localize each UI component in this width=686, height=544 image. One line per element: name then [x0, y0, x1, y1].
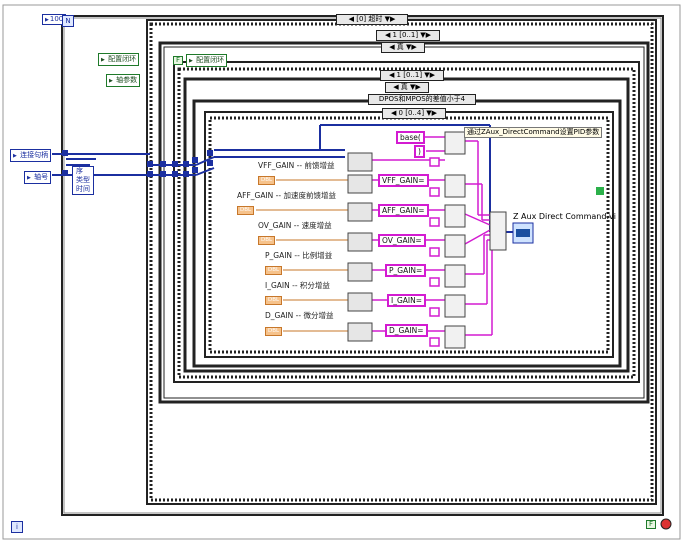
direct-command-vi-label: Z Aux Direct Command.vi — [513, 212, 616, 221]
aff-string-constant: AFF_GAIN= — [378, 204, 429, 217]
unbundle-item: 时间 — [76, 185, 90, 193]
close-paren-constant: ) — [414, 145, 425, 158]
inner-true-case-selector[interactable]: ◀ 真 ▼▶ — [385, 82, 429, 93]
d-gain-label: D_GAIN -- 微分增益 — [265, 311, 334, 320]
false-constant: F — [173, 56, 184, 65]
p-gain-label: P_GAIN -- 比例增益 — [265, 251, 333, 260]
iteration-terminal-icon: i — [11, 521, 23, 533]
vff-gain-label: VFF_GAIN -- 前馈增益 — [258, 161, 335, 170]
ov-gain-label: OV_GAIN -- 速度增益 — [258, 221, 332, 230]
timeout-case-selector[interactable]: ◀ [0] 超时 ▼▶ — [336, 14, 408, 25]
sequence-case-selector[interactable]: ◀ 0 [0..4] ▼▶ — [382, 108, 446, 119]
i-gain-label: I_GAIN -- 积分增益 — [265, 281, 330, 290]
aff-gain-label: AFF_GAIN -- 加速度前馈增益 — [237, 191, 336, 200]
ov-gain-control[interactable]: DBL — [258, 236, 276, 245]
stop-false-constant: F — [646, 520, 657, 529]
numeric-wires — [256, 179, 348, 332]
axis-params-control[interactable]: 轴参数 — [106, 74, 141, 87]
axis-number-control[interactable]: 轴号 — [24, 171, 52, 184]
ov-string-constant: OV_GAIN= — [378, 234, 426, 247]
concatenate-nodes — [444, 131, 507, 349]
aff-gain-control[interactable]: DBL — [237, 206, 255, 215]
i-string-constant: I_GAIN= — [387, 294, 427, 307]
loop-count-terminal: N — [62, 15, 74, 27]
connection-handle-control[interactable]: 连接句柄 — [10, 149, 52, 162]
p-gain-control[interactable]: DBL — [265, 266, 283, 275]
format-nodes — [347, 152, 373, 342]
i-gain-control[interactable]: DBL — [265, 296, 283, 305]
x-constants — [429, 157, 440, 347]
unbundle-item: 序 — [76, 167, 83, 175]
stop-terminal — [660, 518, 672, 530]
vff-string-constant: VFF_GAIN= — [378, 174, 429, 187]
base-string-constant: base( — [396, 131, 425, 144]
inner-config-case-selector[interactable]: ◀ 1 [0..1] ▼▶ — [380, 70, 444, 81]
d-gain-control[interactable]: DBL — [265, 327, 283, 336]
config-loop-control-2[interactable]: 配置闭环 — [186, 54, 228, 67]
condition-label: DPOS和MPOS的差值小于4 — [368, 94, 476, 105]
config-loop-control-1[interactable]: 配置闭环 — [98, 53, 140, 66]
outer-true-case-selector[interactable]: ◀ 真 ▼▶ — [381, 42, 425, 53]
right-boolean-tunnel — [596, 187, 604, 195]
outer-config-case-selector[interactable]: ◀ 1 [0..1] ▼▶ — [376, 30, 440, 41]
vff-gain-control[interactable]: DBL — [258, 176, 276, 185]
window-frame — [2, 4, 681, 540]
p-string-constant: P_GAIN= — [385, 264, 427, 277]
unbundle-item: 类型 — [76, 176, 90, 184]
inner-while-loop — [173, 61, 640, 383]
pid-comment: 通过ZAux_DirectCommand设置PID参数 — [464, 127, 603, 138]
wire-tunnels — [62, 150, 213, 177]
error-unbundle: 序 类型 时间 — [72, 166, 94, 195]
d-string-constant: D_GAIN= — [385, 324, 428, 337]
